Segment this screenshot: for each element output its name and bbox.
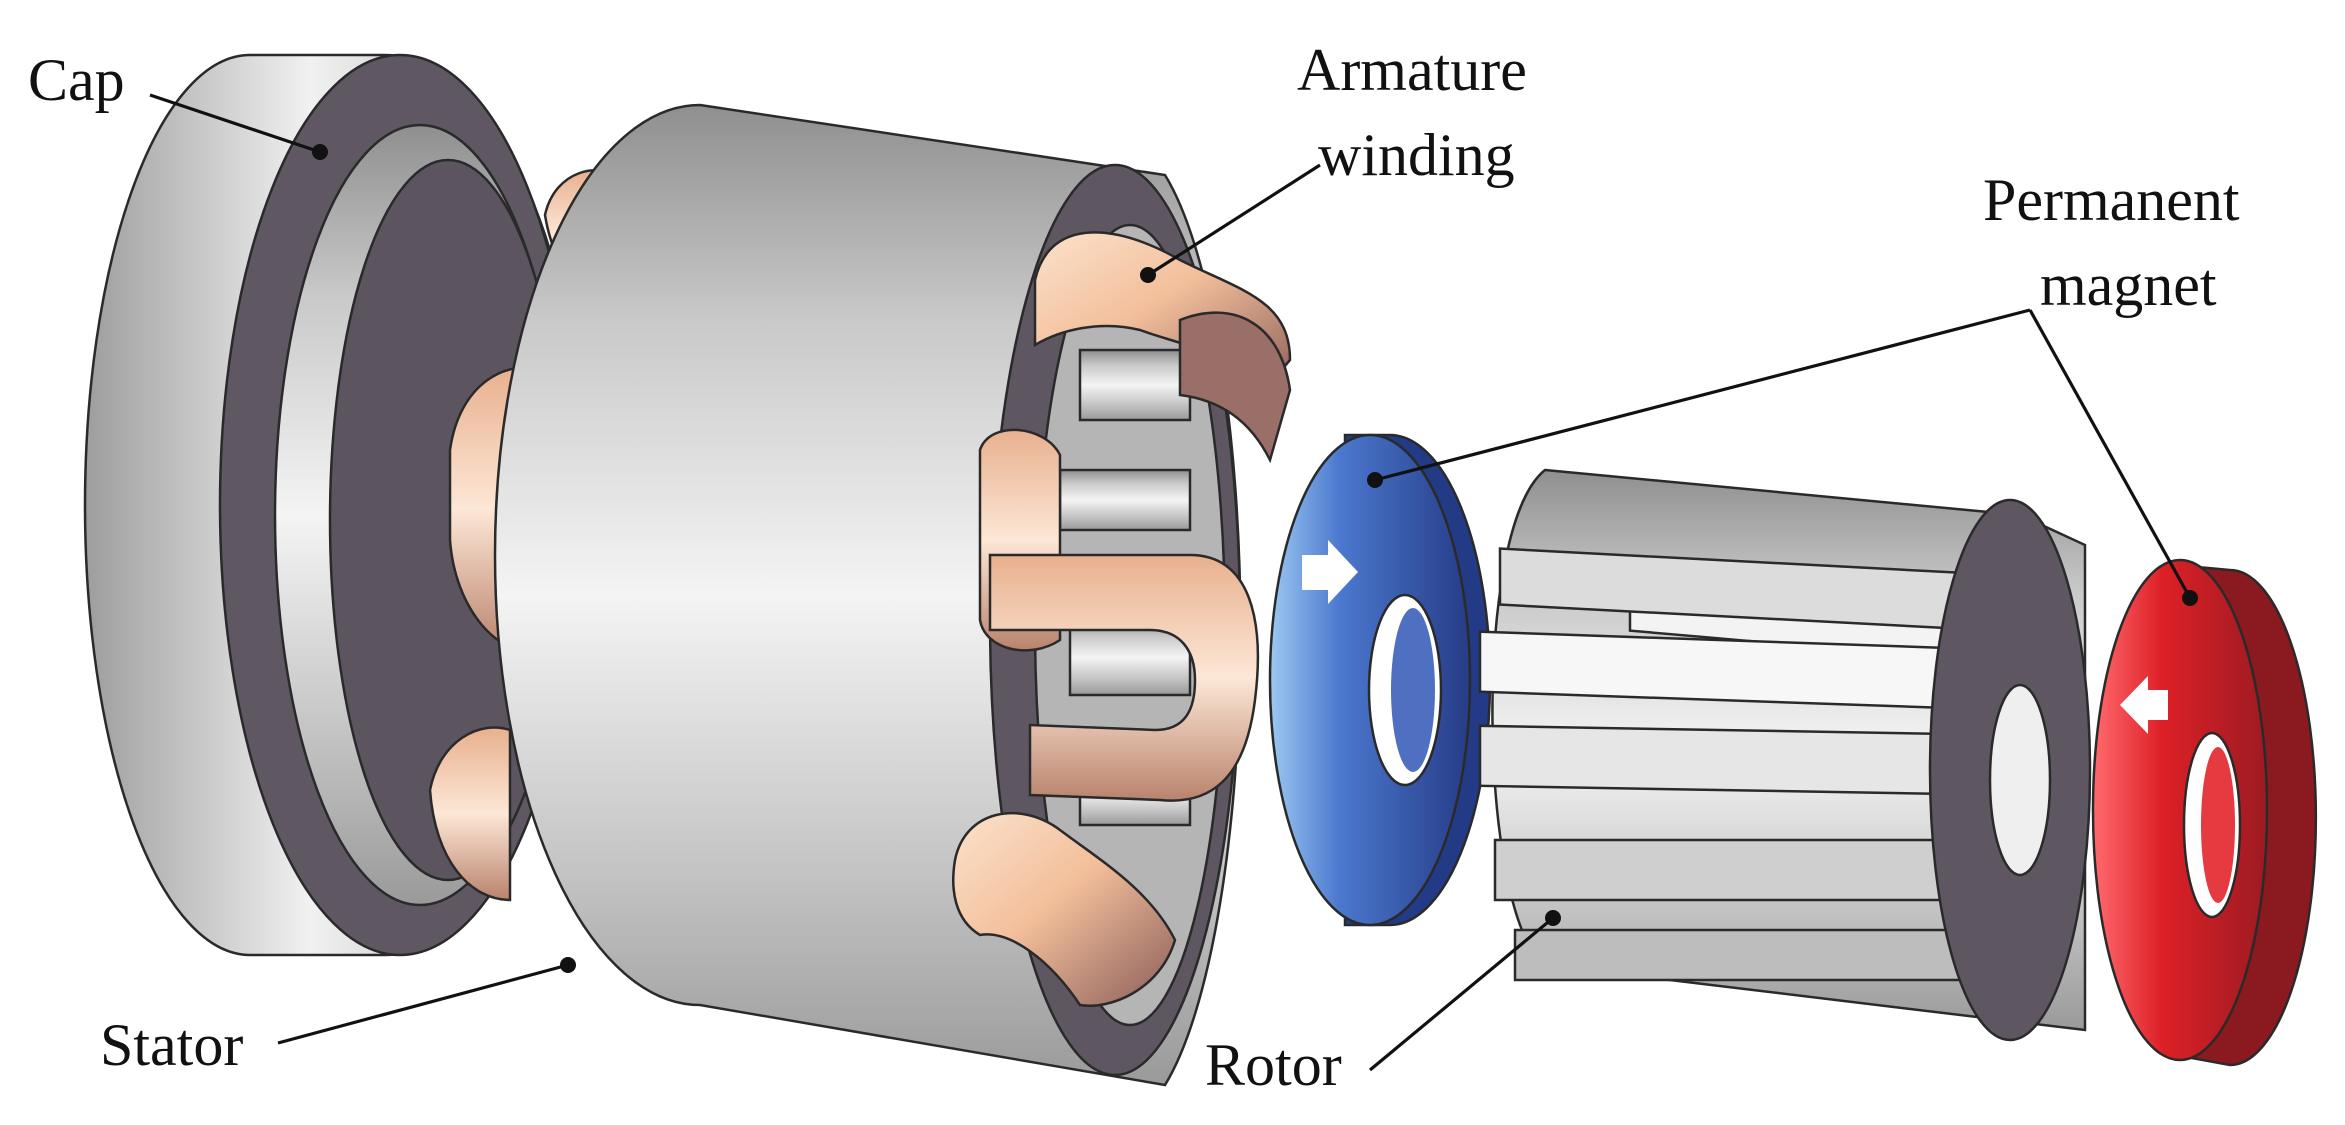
rotor-label: Rotor	[1205, 1032, 1342, 1098]
rotor-shaft-hole	[1988, 683, 2052, 877]
armature-leader-dot	[1140, 267, 1156, 283]
leader-lines	[149, 93, 2198, 1072]
stator-tooth-1	[1078, 348, 1192, 422]
cap-leader-dot	[312, 144, 328, 160]
red-magnet-hole-inner	[2201, 747, 2235, 903]
magnet-label-line1: Permanent	[1983, 167, 2240, 233]
cap-leader	[149, 93, 321, 154]
armature-coil-side	[1178, 311, 1292, 464]
blue-magnet-hole-inner	[1391, 608, 1435, 772]
rotor-leader-dot	[1545, 910, 1561, 926]
back-winding-bottom	[428, 726, 512, 902]
magnet-label-line2: magnet	[2040, 252, 2217, 318]
armature-leader	[1147, 163, 1321, 277]
armature-label-line1: Armature	[1297, 37, 1527, 103]
red-permanent-magnet	[2091, 558, 2318, 1067]
armature-coil-bottom	[952, 811, 1177, 1007]
left-arrow-icon	[2120, 676, 2168, 734]
rotor-leader	[1368, 916, 1555, 1072]
red-magnet-face	[2091, 558, 2269, 1062]
stator-leader	[277, 963, 569, 1045]
stator-label: Stator	[100, 1012, 243, 1078]
stator-part	[428, 103, 1292, 1087]
blue-permanent-magnet	[1268, 433, 1492, 927]
stator-leader-dot	[560, 957, 576, 973]
magnet-leader-blue-dot	[1367, 472, 1383, 488]
magnet-leader-red-dot	[2182, 590, 2198, 606]
right-arrow-icon	[1302, 540, 1358, 604]
stator-tooth-2	[1058, 468, 1192, 532]
magnet-leader-blue	[1374, 308, 2031, 482]
cap-label: Cap	[28, 47, 125, 113]
labels: Cap Armature winding Permanent magnet St…	[28, 37, 2240, 1098]
rotor-part	[1478, 468, 2092, 1042]
armature-label-line2: winding	[1318, 122, 1515, 188]
armature-coil-center	[988, 553, 1260, 802]
magnet-leader-red	[2028, 309, 2192, 599]
